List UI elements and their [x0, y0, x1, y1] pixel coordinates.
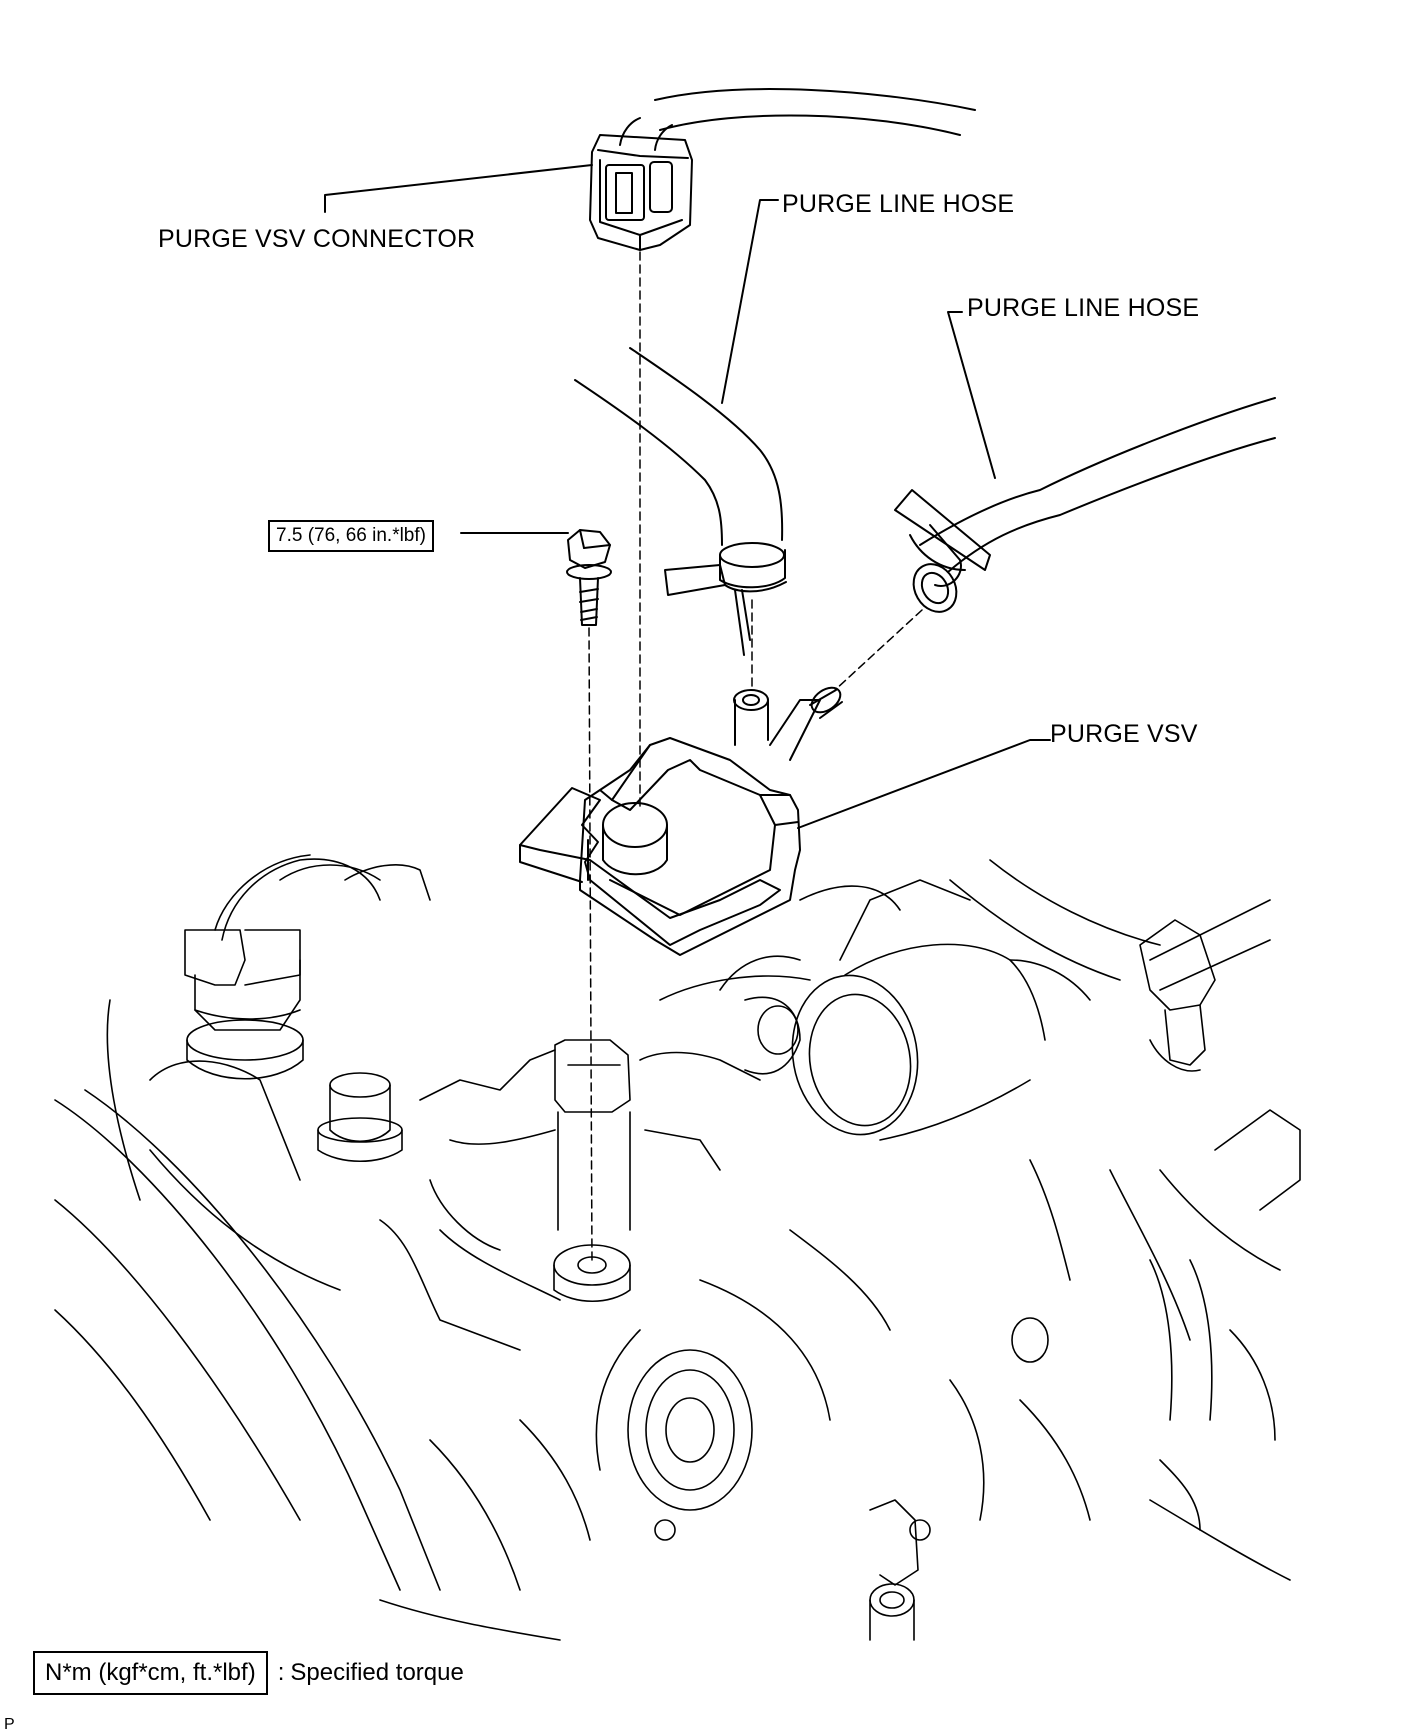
- leader-hose-upper: [721, 199, 779, 404]
- torque-legend: N*m (kgf*cm, ft.*lbf) : Specified torque: [33, 1651, 464, 1695]
- legend-units-box: N*m (kgf*cm, ft.*lbf): [33, 1651, 268, 1695]
- bolt-alignment-line: [588, 627, 593, 1263]
- label-purge-line-hose-right: PURGE LINE HOSE: [967, 294, 1200, 322]
- figure-id: P: [4, 1716, 15, 1733]
- leader-vsv: [797, 739, 1051, 829]
- label-purge-vsv-connector: PURGE VSV CONNECTOR: [158, 225, 476, 253]
- right-hose-alignment-line: [834, 609, 923, 691]
- right-purge-line-hose: [912, 397, 1276, 613]
- purge-vsv-connector: [589, 134, 693, 251]
- upper-hose-clip: [664, 564, 787, 656]
- label-purge-vsv: PURGE VSV: [1050, 720, 1198, 748]
- connector-wires: [619, 88, 976, 151]
- legend-separator: :: [277, 1659, 285, 1686]
- upper-purge-line-hose: [574, 347, 786, 589]
- leader-connector: [324, 164, 593, 213]
- mounting-bolt: [566, 529, 612, 626]
- right-hose-clip: [894, 489, 991, 587]
- purge-vsv: [519, 686, 843, 956]
- legend-meaning: Specified torque: [290, 1659, 464, 1686]
- engine-bay: [54, 854, 1301, 1641]
- label-purge-line-hose-upper: PURGE LINE HOSE: [782, 190, 1015, 218]
- torque-spec-box: 7.5 (76, 66 in.*lbf): [268, 520, 434, 552]
- leader-hose-right: [947, 311, 996, 479]
